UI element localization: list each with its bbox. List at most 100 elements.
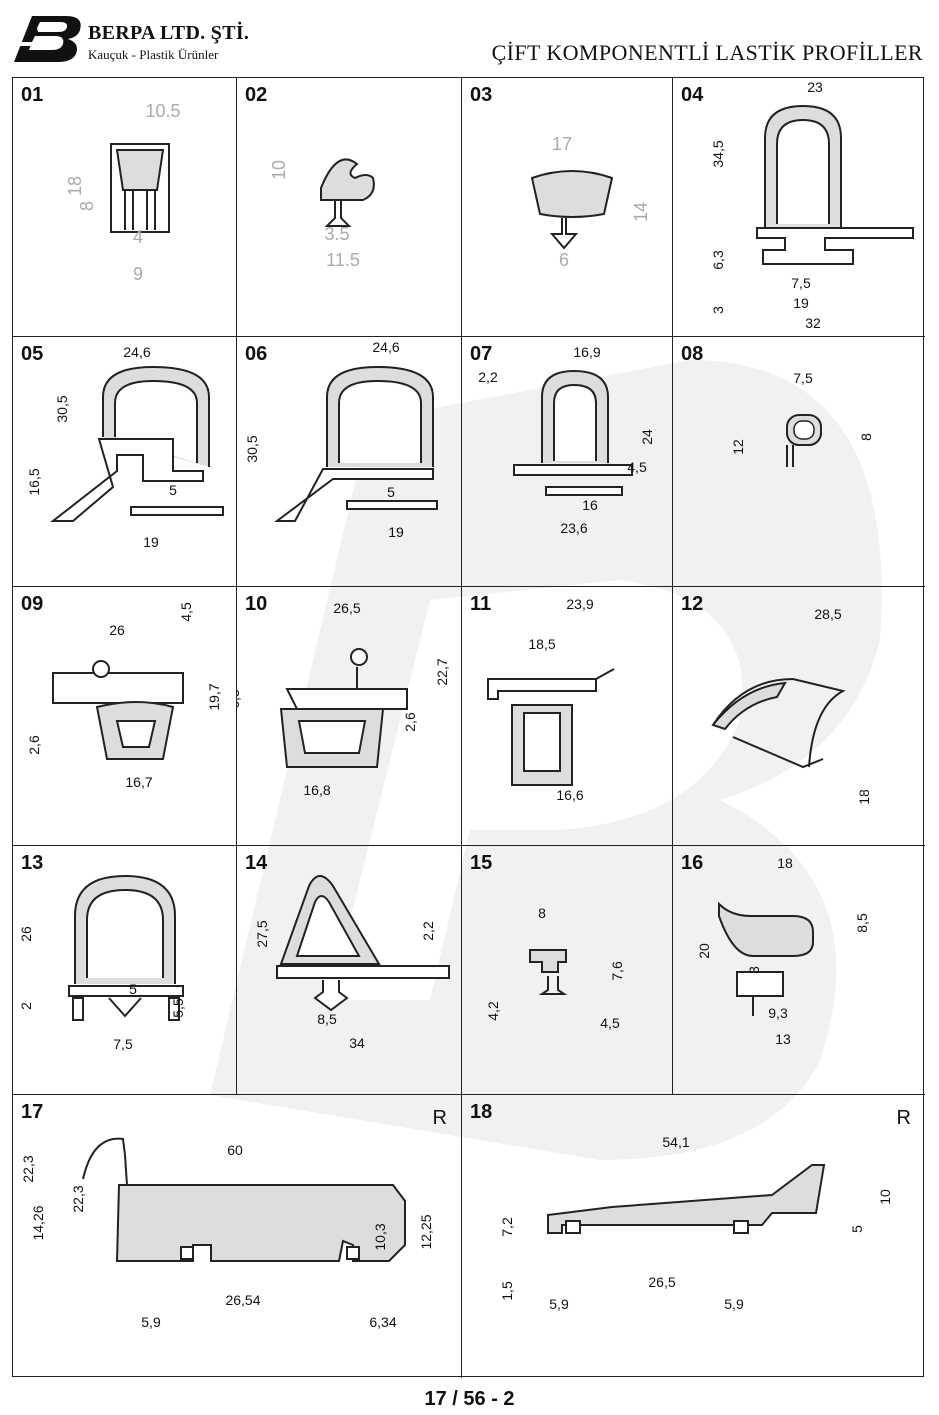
profile-drawing-02: 103.511.5 <box>269 158 375 270</box>
profile-cell-12: 28,5 18 12 <box>673 587 925 846</box>
dimension-label: 30,5 <box>54 395 70 422</box>
dimension-label: 10 <box>877 1189 893 1205</box>
dimension-label: 4 <box>133 227 143 247</box>
dimension-label: 10,3 <box>372 1223 388 1250</box>
dimension-label: 6,34 <box>369 1314 396 1330</box>
profile-drawing-01: 10.5 18 8 4 9 <box>65 101 181 284</box>
profile-drawing-12: 28,5 18 <box>711 606 872 805</box>
dimension-label: 18,5 <box>528 636 555 652</box>
dimension-label: 19 <box>388 524 404 540</box>
dimension-label: 26,5 <box>648 1274 675 1290</box>
dimension-label: 4,5 <box>627 459 647 475</box>
profile-number: 09 <box>21 593 44 615</box>
dimension-label: 22,7 <box>434 658 450 685</box>
company-name: BERPA LTD. ŞTİ. <box>88 22 250 44</box>
dimension-label: 5,5 <box>170 998 186 1018</box>
page-number: 17 / 56 - 2 <box>424 1388 515 1410</box>
dimension-label: 23 <box>807 79 823 95</box>
dimension-label: 11.5 <box>326 250 360 270</box>
dimension-label: 22,3 <box>70 1185 86 1212</box>
dimension-label: 6 <box>559 250 569 270</box>
dimension-label: 13 <box>775 1031 791 1047</box>
profile-number: 05 <box>21 343 44 365</box>
dimension-label: 3 <box>710 306 726 314</box>
dimension-label: 19,7 <box>206 683 222 710</box>
dimension-label: 5,9 <box>724 1296 744 1312</box>
dimension-label: 30,5 <box>244 435 260 462</box>
dimension-label: 7,2 <box>499 1217 515 1237</box>
dimension-label: 34 <box>349 1035 365 1051</box>
dimension-label: 26 <box>109 622 125 638</box>
dimension-label: 9,3 <box>768 1005 788 1021</box>
profile-number: 12 <box>681 593 704 615</box>
profile-number: 06 <box>245 343 268 365</box>
profile-number: 13 <box>21 852 44 874</box>
dimension-label: 7,5 <box>113 1036 133 1052</box>
dimension-label: 6,3 <box>710 250 726 270</box>
profile-number: 04 <box>681 84 704 106</box>
dimension-label: 8,5 <box>854 913 870 933</box>
profile-number: 02 <box>245 84 268 106</box>
dimension-label: 8 <box>858 433 874 441</box>
dimension-label: 2,2 <box>478 369 498 385</box>
dimension-label: 7,6 <box>609 961 625 981</box>
company-tagline: Kauçuk - Plastik Ürünler <box>88 47 219 62</box>
dimension-label: 2,6 <box>402 712 418 732</box>
profile-number: 17 <box>21 1101 44 1123</box>
profile-number: 11 <box>470 593 492 615</box>
dimension-label: 23,6 <box>560 520 587 536</box>
profile-cell-01: 10.5 18 8 4 9 01 <box>13 78 237 337</box>
dimension-label: 18 <box>856 789 872 805</box>
dimension-label: 22,3 <box>20 1155 36 1182</box>
dimension-label: 7,5 <box>793 370 813 386</box>
dimension-label: 17 <box>552 134 572 154</box>
profile-drawing-06: 24,6 30,5 5 19 <box>244 339 438 540</box>
dimension-label: 5 <box>129 981 137 997</box>
dimension-label: 18 <box>65 176 85 196</box>
profile-drawing-03: 17 14 6 <box>530 134 651 270</box>
profile-number: 14 <box>245 852 268 874</box>
dimension-label: 5 <box>169 482 177 498</box>
dimension-label: 16,5 <box>26 468 42 495</box>
dimension-label: 6,5 <box>237 689 242 709</box>
dimension-label: 24,6 <box>372 339 399 355</box>
dimension-label: 18 <box>777 855 793 871</box>
profile-drawing-13: 26 2 5 5,5 7,5 <box>18 874 186 1052</box>
dimension-label: 14 <box>631 202 651 222</box>
profile-cell-03: 17 14 6 03 <box>462 78 673 337</box>
dimension-label: 3 <box>746 966 762 974</box>
profile-number: 18 <box>470 1101 493 1123</box>
dimension-label: 8,5 <box>317 1011 337 1027</box>
dimension-label: 28,5 <box>814 606 841 622</box>
dimension-label: 5 <box>387 484 395 500</box>
profile-drawing-09: 264,519,72,616,7 <box>26 602 222 790</box>
profile-mark: R <box>432 1107 447 1129</box>
dimension-label: 8 <box>77 201 97 211</box>
dimension-label: 10 <box>269 160 289 180</box>
profile-number: 01 <box>21 84 44 106</box>
dimension-label: 16,6 <box>556 787 583 803</box>
dimension-label: 26 <box>18 926 34 942</box>
dimension-label: 9 <box>133 264 143 284</box>
dimension-label: 60 <box>227 1142 243 1158</box>
profile-number: 03 <box>470 84 493 106</box>
dimension-label: 2 <box>18 1002 34 1010</box>
dimension-label: 34,5 <box>710 140 726 167</box>
dimension-label: 14,26 <box>30 1205 46 1240</box>
dimension-label: 10.5 <box>145 101 180 121</box>
